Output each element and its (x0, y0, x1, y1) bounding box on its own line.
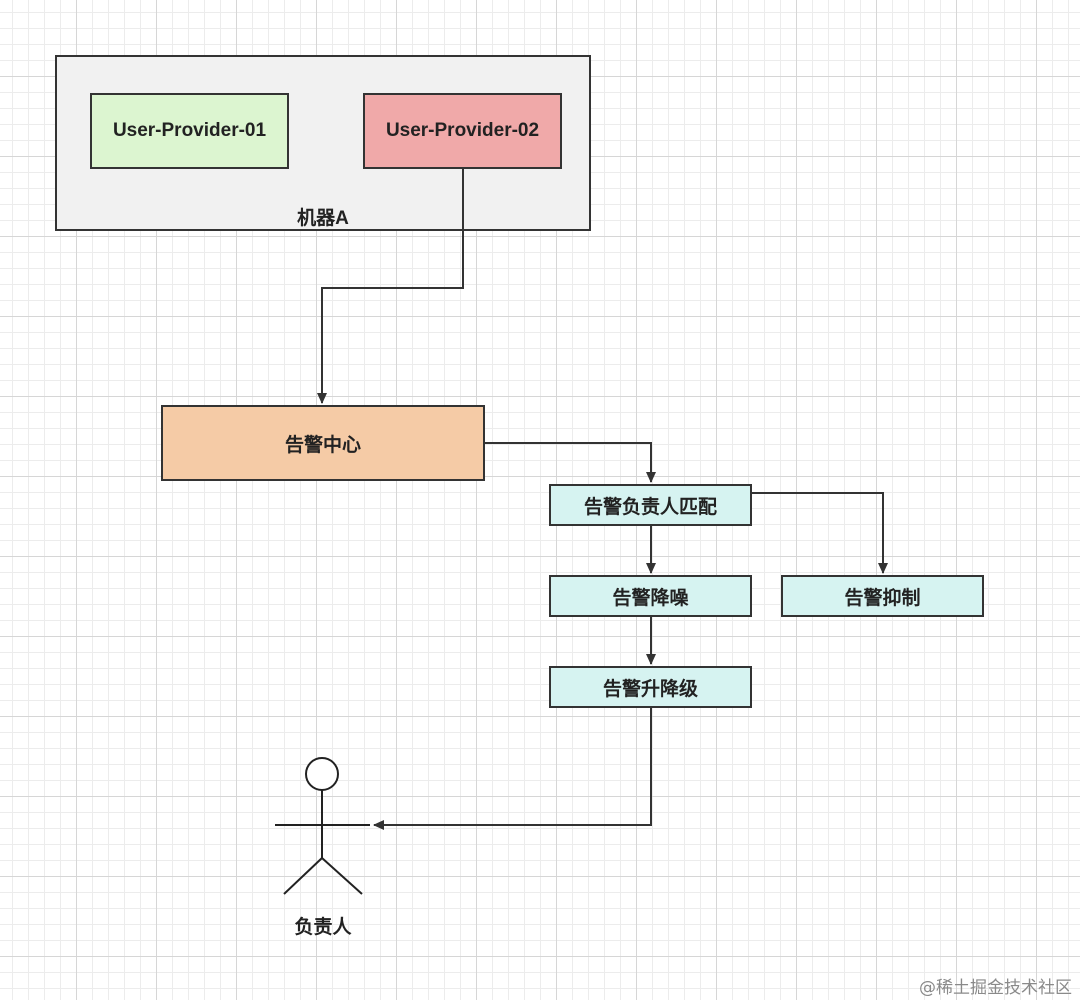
edge-provider-02-to-alert-center (317, 169, 464, 404)
alert-escalation-node[interactable]: 告警升降级 (549, 666, 752, 708)
alert-suppression-node[interactable]: 告警抑制 (781, 575, 984, 617)
user-provider-02-node[interactable]: User-Provider-02 (363, 93, 562, 169)
alert-noise-reduction-node[interactable]: 告警降噪 (549, 575, 752, 617)
edge-escalation-to-owner (373, 708, 652, 830)
user-provider-01-node[interactable]: User-Provider-01 (90, 93, 289, 169)
watermark-text: @稀土掘金技术社区 (919, 978, 1072, 998)
alert-center-node[interactable]: 告警中心 (161, 405, 485, 481)
owner-actor-icon[interactable] (275, 757, 370, 895)
owner-actor-label: 负责人 (294, 917, 352, 938)
machine-a-label: 机器A (297, 208, 349, 229)
edge-owner-match-to-suppression (752, 492, 888, 574)
edge-alert-center-to-owner-match (485, 442, 656, 483)
alert-owner-match-node[interactable]: 告警负责人匹配 (549, 484, 752, 526)
